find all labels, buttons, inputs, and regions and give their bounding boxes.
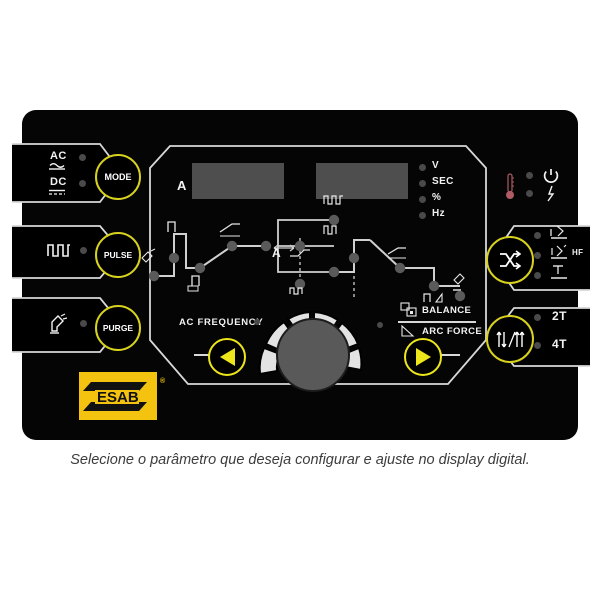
unit-led-hz <box>419 212 426 219</box>
thermometer-icon <box>506 173 514 199</box>
ac-frequency-label: AC FREQUENCY <box>179 317 264 328</box>
unit-label-sec: SEC <box>432 176 454 187</box>
fault-icon <box>547 185 555 202</box>
pulse-balance-icon <box>290 249 310 257</box>
esab-logo-mark: ESAB <box>83 382 147 411</box>
gas-flow-icon <box>141 248 156 263</box>
mma-stick-electrode-icon <box>551 265 567 279</box>
left-display-unit-label: A <box>177 178 187 193</box>
shuffle-arrows-icon <box>500 250 522 270</box>
purge-led <box>80 320 87 327</box>
ac-sine-icon <box>49 163 65 170</box>
balance-arcforce-led <box>377 322 383 328</box>
two-stroke-led <box>534 314 541 321</box>
pulse-peak-icon <box>323 225 337 235</box>
parameter-map-pod-outline <box>149 145 487 385</box>
post-gas-icon <box>453 273 465 291</box>
pulse-square-wave-icon <box>47 244 70 257</box>
unit-led-sec <box>419 180 426 187</box>
power-icon <box>543 169 559 183</box>
start-current-ramp-icon <box>167 221 176 232</box>
adjustment-knob[interactable] <box>276 318 350 392</box>
pulse-button[interactable]: PULSE <box>95 232 141 278</box>
unit-label-v: V <box>432 160 440 171</box>
ac-led <box>79 154 86 161</box>
upslope-ramp-icon <box>219 223 240 237</box>
tig-hf-led <box>534 252 541 259</box>
hf-label: HF <box>572 248 584 257</box>
downslope-icon <box>387 247 406 259</box>
mode-button[interactable]: MODE <box>95 154 141 200</box>
pulse-led <box>80 247 87 254</box>
esab-registered-mark: ® <box>160 378 166 385</box>
two-stroke-label: 2T <box>552 309 567 323</box>
right-arrow-connector <box>434 354 460 356</box>
crater-start-icon <box>187 275 200 292</box>
arc-force-icon <box>401 324 415 337</box>
right-triangle-icon <box>415 348 431 366</box>
background-current-icon <box>289 287 303 295</box>
two-four-stroke-icon <box>496 331 525 348</box>
unit-led-percent <box>419 196 426 203</box>
dc-led <box>79 180 86 187</box>
esab-logo: ESAB <box>79 372 157 420</box>
next-parameter-button[interactable] <box>404 338 442 376</box>
mma-led <box>534 272 541 279</box>
unit-label-percent: % <box>432 192 442 203</box>
dc-dashed-icon <box>49 189 65 195</box>
purge-button[interactable]: PURGE <box>95 305 141 351</box>
gas-purge-torch-icon <box>50 313 68 334</box>
balance-divider <box>398 321 476 323</box>
svg-text:ESAB: ESAB <box>97 389 139 406</box>
process-select-button[interactable] <box>486 236 534 284</box>
amperage-node-label: A <box>272 246 282 260</box>
balance-label: BALANCE <box>422 305 472 316</box>
tig-lift-arc-icon <box>550 225 567 239</box>
tig-hf-start-icon <box>551 244 567 259</box>
power-led <box>526 172 533 179</box>
ac-frequency-led <box>254 319 260 325</box>
left-digital-display <box>192 163 284 199</box>
left-arrow-connector <box>194 354 218 356</box>
tig-lift-led <box>534 232 541 239</box>
mode-button-label: MODE <box>104 172 132 182</box>
four-stroke-label: 4T <box>552 337 567 351</box>
pulse-freq-icon <box>323 195 343 205</box>
dc-label: DC <box>50 176 67 188</box>
unit-label-hz: Hz <box>432 208 446 219</box>
welder-control-panel: AC DC MODE <box>12 110 590 440</box>
purge-button-label: PURGE <box>102 323 134 333</box>
four-stroke-led <box>534 342 541 349</box>
right-digital-display <box>316 163 408 199</box>
unit-led-v <box>419 164 426 171</box>
caption-text: Selecione o parâmetro que deseja configu… <box>70 452 530 468</box>
arc-force-label: ARC FORCE <box>422 326 483 337</box>
previous-parameter-button[interactable] <box>208 338 246 376</box>
trigger-select-button[interactable] <box>486 315 534 363</box>
weld-cycle-waveform <box>141 195 466 303</box>
fault-led <box>526 190 533 197</box>
left-triangle-icon <box>219 348 235 366</box>
ac-label: AC <box>50 150 67 162</box>
pulse-button-label: PULSE <box>103 250 133 260</box>
balance-icon <box>400 302 417 317</box>
crater-fill-icon <box>423 292 443 303</box>
